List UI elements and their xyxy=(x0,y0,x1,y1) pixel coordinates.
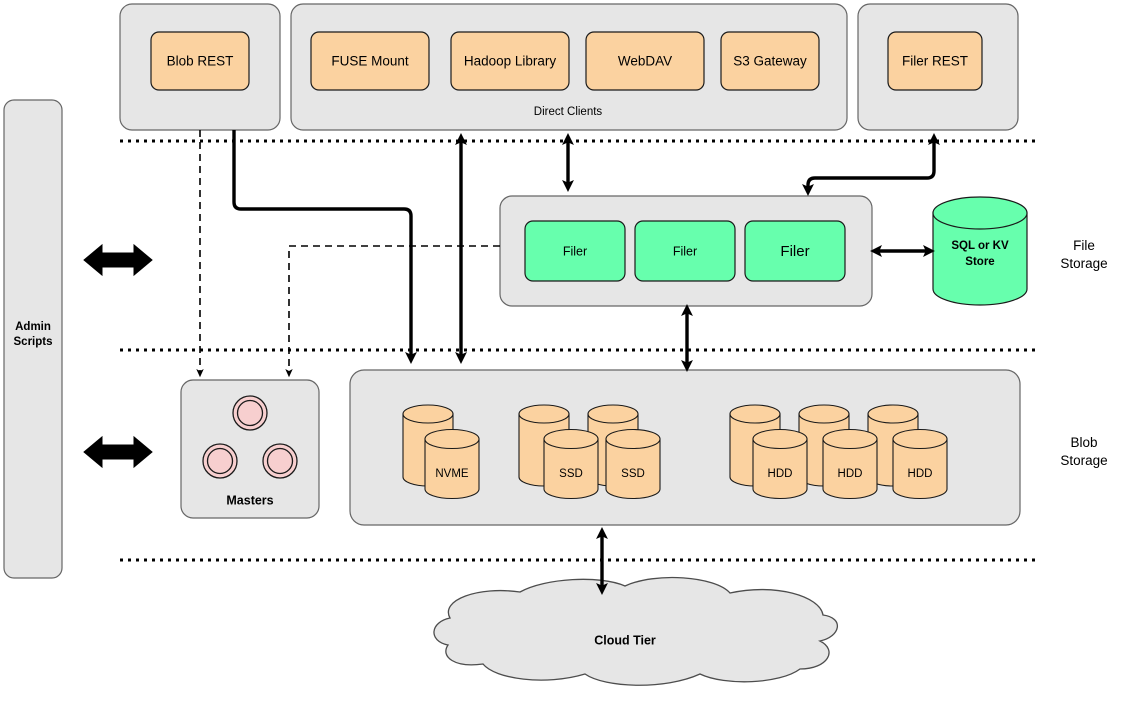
sql-kv-store-body[interactable] xyxy=(932,212,1028,306)
blob-rest-label: Blob REST xyxy=(167,54,234,69)
hdd-cyl-front1-top[interactable] xyxy=(752,428,808,450)
ssd-label-1: SSD xyxy=(559,468,583,480)
filer-node-1[interactable] xyxy=(524,220,626,282)
ssd-cyl-front1-top[interactable] xyxy=(543,428,599,450)
nvme-label: NVME xyxy=(435,468,469,480)
admin-to-filer-arrow xyxy=(83,243,153,277)
direct-clients-group: FUSE Mount Hadoop Library WebDAV S3 Gate… xyxy=(290,3,848,131)
master-node-3-core xyxy=(266,447,294,475)
admin-scripts-label-line1: Admin xyxy=(15,321,51,333)
ssd-cyl-front2-top[interactable] xyxy=(605,428,661,450)
admin-bidirectional-arrows xyxy=(83,243,153,469)
hdd-cyl-front2-body[interactable] xyxy=(822,438,878,500)
hdd-cyl-front2-top[interactable] xyxy=(822,428,878,450)
filerrest-to-filer-connector xyxy=(802,133,940,196)
volume-group-hdd[interactable]: HDD HDD HDD xyxy=(729,404,948,500)
direct-clients-caption: Direct Clients xyxy=(534,106,603,118)
hdd-label-1: HDD xyxy=(768,468,793,480)
volume-group-ssd[interactable]: SSD SSD xyxy=(518,404,661,500)
filer-node-3[interactable] xyxy=(744,220,846,282)
filer-node-2[interactable] xyxy=(634,220,736,282)
masters-box[interactable] xyxy=(180,379,320,519)
admin-scripts-box[interactable] xyxy=(3,99,63,579)
admin-to-masters-arrow xyxy=(83,435,153,469)
hadoop-library-label: Hadoop Library xyxy=(464,54,557,69)
tier-labels: File Storage Blob Storage xyxy=(1060,238,1107,468)
hdd-cyl-back2-top xyxy=(798,404,850,424)
s3-gateway-node[interactable] xyxy=(720,31,820,91)
hdd-cyl-back3-top xyxy=(867,404,919,424)
ssd-cyl-back2-top xyxy=(587,404,639,424)
hdd-cyl-front3-top[interactable] xyxy=(892,428,948,450)
fuse-mount-label: FUSE Mount xyxy=(331,54,409,69)
fuse-mount-node[interactable] xyxy=(310,31,430,91)
hadoop-library-node[interactable] xyxy=(450,31,570,91)
filer-rest-label: Filer REST xyxy=(902,54,968,69)
volume-servers-group: NVME SSD SSD HDD xyxy=(349,369,1021,526)
master-node-2-core xyxy=(206,447,234,475)
filer-rest-group: Filer REST xyxy=(857,3,1019,131)
filer-cluster-group: Filer Filer Filer xyxy=(499,195,873,307)
cloud-tier-group[interactable]: Cloud Tier xyxy=(433,576,838,686)
ssd-label-2: SSD xyxy=(621,468,645,480)
blob-rest-group: Blob REST xyxy=(119,3,281,131)
admin-scripts-panel[interactable]: Admin Scripts xyxy=(3,99,63,579)
master-node-1-core xyxy=(236,399,264,427)
nvme-cyl-front-top[interactable] xyxy=(424,428,480,450)
filer-node-1-label: Filer xyxy=(563,244,587,258)
nvme-cyl-front-body[interactable] xyxy=(424,438,480,500)
tier-dividers xyxy=(120,139,1040,562)
s3-gateway-label: S3 Gateway xyxy=(733,54,807,69)
hdd-cyl-back1-top xyxy=(729,404,781,424)
volume-group-nvme[interactable]: NVME xyxy=(402,404,480,500)
hdd-label-3: HDD xyxy=(908,468,933,480)
hdd-cyl-front1-body[interactable] xyxy=(752,438,808,500)
file-storage-label-line2: Storage xyxy=(1060,256,1107,271)
blob-rest-node[interactable] xyxy=(150,31,250,91)
blobrest-to-volumes-connector xyxy=(232,130,417,364)
filer-rest-node[interactable] xyxy=(887,31,983,91)
hdd-cyl-front3-body[interactable] xyxy=(892,438,948,500)
filer-node-2-label: Filer xyxy=(673,244,697,258)
sql-kv-store-top[interactable] xyxy=(932,196,1028,230)
hdd-label-2: HDD xyxy=(838,468,863,480)
nvme-cyl-back-top xyxy=(402,404,454,424)
sql-kv-store-label-line1: SQL or KV xyxy=(951,240,1009,252)
cloud-tier-label: Cloud Tier xyxy=(594,633,656,647)
admin-scripts-label-line2: Scripts xyxy=(14,336,53,348)
blob-storage-label-line1: Blob xyxy=(1070,435,1097,450)
ssd-cyl-front1-body[interactable] xyxy=(543,438,599,500)
blob-storage-label-line2: Storage xyxy=(1060,453,1107,468)
webdav-node[interactable] xyxy=(585,31,705,91)
ssd-cyl-back1-top xyxy=(518,404,570,424)
sql-kv-store[interactable]: SQL or KV Store xyxy=(932,196,1028,306)
cloud-shape[interactable] xyxy=(433,576,838,686)
masters-group[interactable]: Masters xyxy=(180,379,320,519)
filer-node-3-label: Filer xyxy=(780,243,809,260)
filer-to-masters-dashed xyxy=(285,245,500,378)
sql-kv-store-label-line2: Store xyxy=(965,256,994,268)
masters-label: Masters xyxy=(226,493,273,507)
webdav-label: WebDAV xyxy=(618,54,672,69)
ssd-cyl-front2-body[interactable] xyxy=(605,438,661,500)
file-storage-label-line1: File xyxy=(1073,238,1095,253)
